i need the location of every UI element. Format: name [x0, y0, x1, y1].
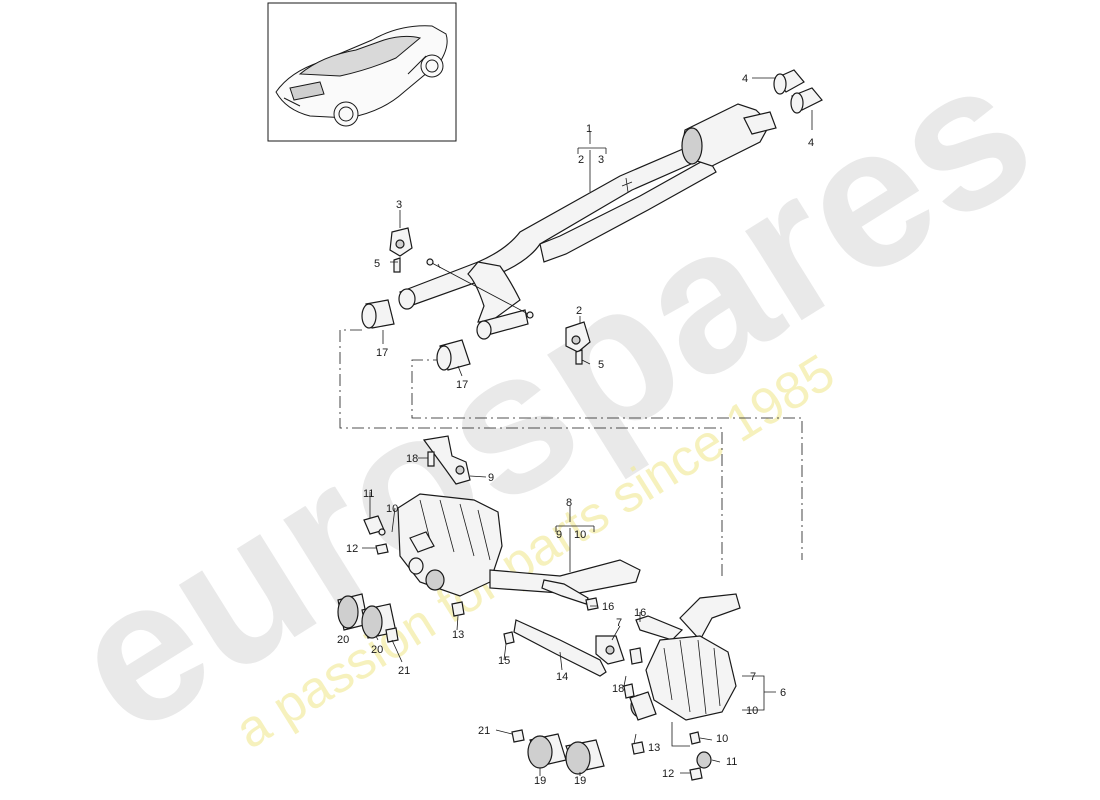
- callout-11-left: 11: [363, 488, 374, 500]
- callout-20-right: 20: [371, 644, 383, 656]
- callout-12-lower-right: 12: [662, 768, 674, 780]
- mounting-straps: [503, 597, 684, 699]
- callout-9-upper: 9: [488, 472, 494, 484]
- clamps-17: [361, 299, 471, 371]
- callout-10-right: 10: [746, 705, 758, 717]
- callout-19-left: 19: [534, 775, 546, 787]
- callout-21-right: 21: [478, 725, 490, 737]
- bracket-18-9: [422, 435, 471, 485]
- callout-7-right: 7: [750, 671, 756, 683]
- leader-lines: [362, 77, 813, 776]
- callout-13-left: 13: [452, 629, 464, 641]
- callout-19-right: 19: [574, 775, 586, 787]
- callout-15: 15: [498, 655, 510, 667]
- callout-9-sub: 9: [556, 529, 562, 541]
- callout-1: 1: [586, 123, 592, 135]
- callout-21-left: 21: [398, 665, 410, 677]
- callout-3: 3: [396, 199, 402, 211]
- right-tailpipes-19: [511, 729, 645, 775]
- callout-18-upper: 18: [406, 453, 418, 465]
- pipe-clamps-4: [773, 69, 823, 114]
- callout-8: 8: [566, 497, 572, 509]
- callout-13-right: 13: [648, 742, 660, 754]
- callout-10-left: 10: [386, 503, 398, 515]
- callout-7-lower: 7: [616, 617, 622, 629]
- callout-2-sub: 2: [578, 154, 584, 166]
- left-muffler-fasteners: [363, 515, 465, 617]
- callout-16-right: 16: [634, 607, 646, 619]
- car-thumbnail: [267, 2, 457, 142]
- watermark: eurospares a passion for parts since 198…: [35, 16, 1068, 777]
- watermark-brand: eurospares: [35, 16, 1068, 777]
- callout-5-lower: 5: [598, 359, 604, 371]
- callout-20-left: 20: [337, 634, 349, 646]
- assembly-guide-lines: [339, 329, 803, 576]
- car-thumbnail-icon: [275, 25, 448, 127]
- hanger-bracket-2: [565, 321, 591, 365]
- callout-11-lower-right: 11: [726, 756, 737, 768]
- callout-14: 14: [556, 671, 568, 683]
- callout-10-sub: 10: [574, 529, 586, 541]
- callout-5-upper: 5: [374, 258, 380, 270]
- right-muffler-fasteners: [689, 731, 712, 781]
- y-pipe-assembly: [398, 103, 777, 340]
- callout-6: 6: [780, 687, 786, 699]
- callout-17-left: 17: [376, 347, 388, 359]
- callout-4-lower: 4: [808, 137, 814, 149]
- callout-3-sub: 3: [598, 154, 604, 166]
- left-rear-muffler: [397, 493, 641, 605]
- callout-labels: 1 2 3 4 4 3 5 2 5 17 17 18 9 11 10 12 8 …: [337, 73, 814, 787]
- callout-10-lower-right: 10: [716, 733, 728, 745]
- left-tailpipes-20: [337, 593, 399, 643]
- callout-12-left: 12: [346, 543, 358, 555]
- callout-4-upper: 4: [742, 73, 748, 85]
- hanger-bracket-3: [389, 227, 413, 273]
- right-rear-muffler: [629, 593, 741, 721]
- callout-18-lower: 18: [612, 683, 624, 695]
- callout-17-right: 17: [456, 379, 468, 391]
- callout-16-left: 16: [602, 601, 614, 613]
- callout-2: 2: [576, 305, 582, 317]
